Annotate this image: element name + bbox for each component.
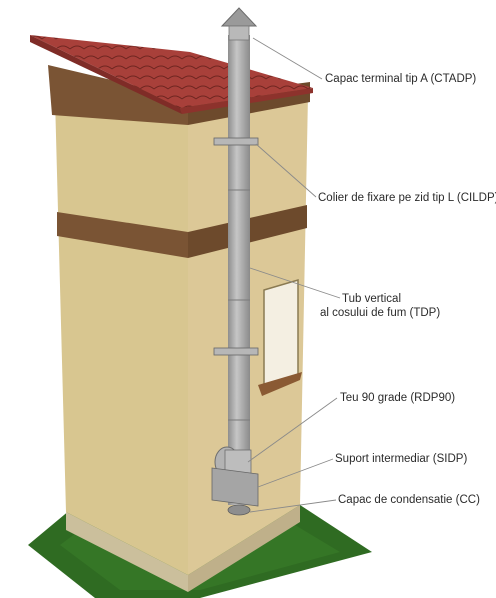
window [263,278,299,387]
leader-ctadp [252,37,323,80]
chimney-pipe [228,35,250,505]
label-condensate-cap: Capac de condensatie (CC) [338,494,480,506]
wall-bracket-lower [213,347,259,356]
label-wall-bracket: Colier de fixare pe zid tip L (CILDP) [318,192,496,204]
label-intermediate-support: Suport intermediar (SIDP) [335,453,468,465]
condensate-cap [227,504,251,516]
leader-sidp [257,458,334,488]
foundation-strip [66,512,188,592]
leader-cildp [255,143,317,198]
label-vertical-pipe-line2: al cosului de fum (TDP) [320,307,441,319]
wall-band [57,212,188,258]
label-vertical-pipe: Tub vertical al cosului de fum (TDP) [320,292,440,320]
intermediate-support [211,467,259,507]
leader-cc [249,499,337,513]
label-vertical-pipe-line1: Tub vertical [342,293,402,305]
wall-bracket-upper [213,137,259,146]
terminal-cap [220,7,258,27]
label-tee-90: Teu 90 grade (RDP90) [340,392,456,404]
label-terminal-cap: Capac terminal tip A (CTADP) [325,73,477,85]
front-wall [55,98,188,575]
leader-tdp [249,267,341,299]
leader-rdp90 [247,397,338,463]
